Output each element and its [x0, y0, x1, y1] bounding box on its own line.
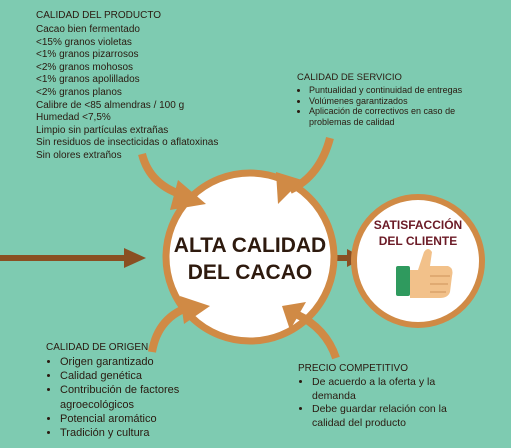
competitive-price-block: PRECIO COMPETITIVO De acuerdo a la ofert… [298, 363, 470, 430]
center-title-line2: DEL CACAO [187, 261, 313, 284]
service-quality-list: Puntualidad y continuidad de entregas Vo… [297, 85, 467, 127]
curved-arrow-bottom-right [282, 302, 340, 360]
center-title: ALTA CALIDAD DEL CACAO [165, 232, 335, 286]
satisfaction-title-line2: DEL CLIENTE [378, 234, 458, 248]
list-item: Potencial aromático [60, 412, 246, 426]
list-item: <1% granos pizarrosos [36, 49, 139, 61]
list-item: Origen garantizado [60, 355, 246, 369]
list-item: Cacao bien fermentado [36, 24, 140, 35]
product-quality-title: CALIDAD DEL PRODUCTO [36, 10, 162, 21]
list-item: De acuerdo a la oferta y la demanda [312, 376, 470, 403]
list-item: Calibre de <85 almendras / 100 g [36, 99, 185, 111]
list-item: <2% granos mohosos [36, 61, 134, 73]
center-title-line1: ALTA CALIDAD [173, 234, 327, 257]
service-quality-block: CALIDAD DE SERVICIO Puntualidad y contin… [297, 72, 467, 127]
list-item: Calidad genética [60, 369, 246, 383]
competitive-price-list: De acuerdo a la oferta y la demanda Debe… [298, 376, 470, 430]
origin-quality-block: CALIDAD DE ORIGEN Origen garantizado Cal… [46, 342, 246, 440]
list-item: <2% granos planos [36, 86, 122, 98]
list-item: Debe guardar relación con la calidad del… [312, 403, 470, 430]
product-quality-list: Cacao bien fermentado <15% granos violet… [36, 24, 261, 163]
curved-arrow-top-left [138, 152, 206, 210]
satisfaction-title-line1: SATISFACCIÓN [373, 218, 463, 232]
curved-arrow-bottom-left [148, 296, 210, 353]
origin-quality-title: CALIDAD DE ORIGEN [46, 342, 149, 353]
list-item: Humedad <7,5% [36, 112, 111, 124]
service-quality-title: CALIDAD DE SERVICIO [297, 72, 402, 83]
list-item: Aplicación de correctivos en caso de pro… [309, 106, 467, 127]
satisfaction-title: SATISFACCIÓN DEL CLIENTE [362, 217, 474, 249]
list-item: Puntualidad y continuidad de entregas [309, 85, 467, 96]
list-item: Limpio sin partículas extrañas [36, 124, 169, 136]
center-ring [162, 169, 338, 345]
list-item: <15% granos violetas [36, 36, 132, 48]
list-item: Volúmenes garantizados [309, 96, 467, 107]
curved-arrow-top-right [276, 136, 334, 204]
list-item: Tradición y cultura [60, 426, 246, 440]
product-quality-block: CALIDAD DEL PRODUCTO Cacao bien fermenta… [36, 10, 261, 163]
input-arrow-head [124, 248, 146, 268]
list-item: Contribución de factores agroecológicos [60, 383, 246, 411]
list-item: Sin olores extraños [36, 149, 122, 161]
origin-quality-list: Origen garantizado Calidad genética Cont… [46, 355, 246, 440]
thumbs-up-icon [396, 249, 453, 298]
satisfaction-ring [351, 194, 485, 328]
competitive-price-title: PRECIO COMPETITIVO [298, 363, 409, 374]
list-item: Sin residuos de insecticidas o aflatoxin… [36, 137, 219, 149]
list-item: <1% granos apolillados [36, 74, 140, 86]
